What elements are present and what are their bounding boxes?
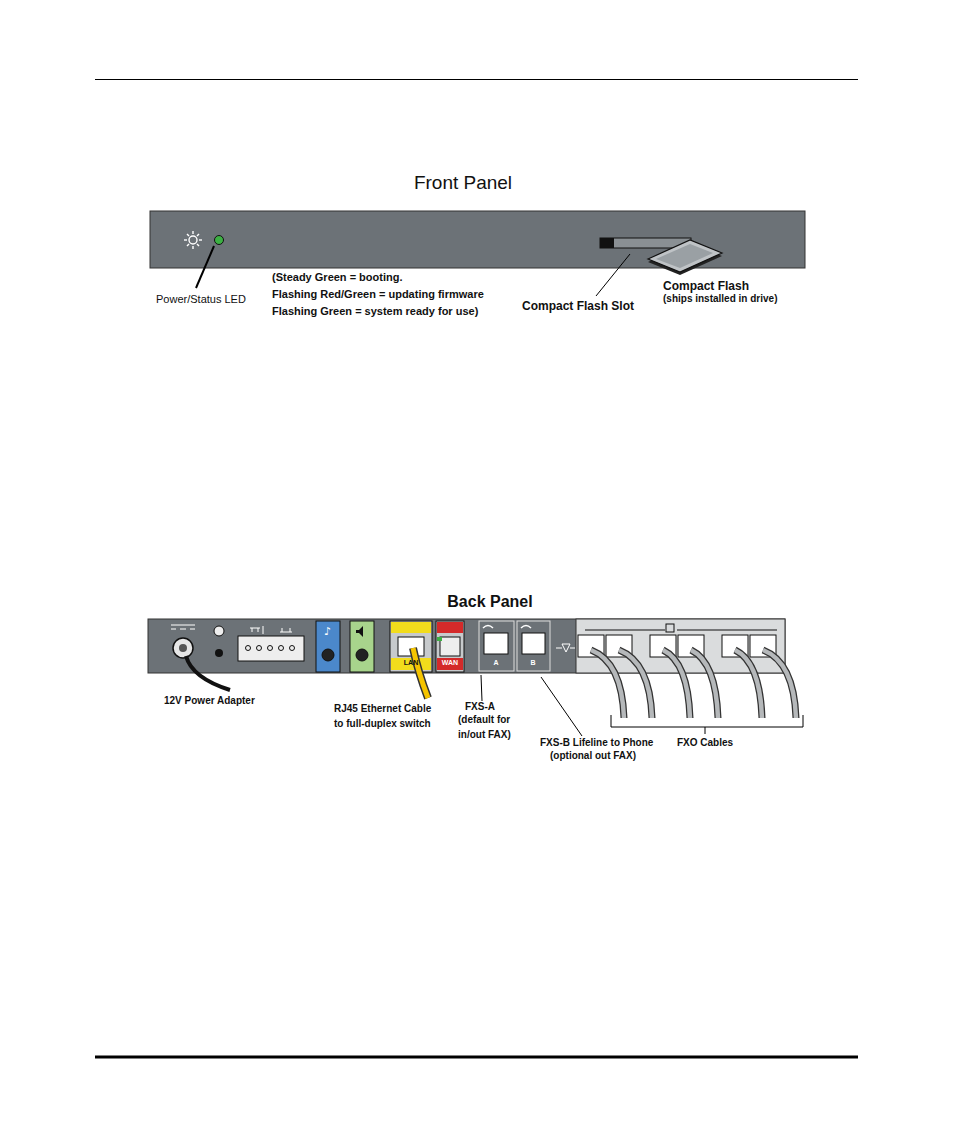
terminal-holes [246, 646, 295, 651]
note: Flashing Red/Green = updating firmware [272, 288, 484, 301]
fxs-b-port [517, 621, 550, 671]
power-jack-pin [179, 644, 187, 652]
lifeline-symbol [556, 644, 575, 652]
phone-icon [483, 626, 493, 629]
fxo-cable [663, 650, 690, 718]
back-panel [148, 619, 785, 673]
fxo-cable-outline [619, 650, 652, 718]
lan-strip [391, 658, 431, 670]
part-name: FXO Cables [677, 737, 733, 749]
part-name: Compact Flash [663, 279, 749, 293]
audio-out-port [350, 621, 374, 672]
fxo-cable [763, 650, 796, 718]
port-label: A [493, 659, 498, 667]
wan-port [436, 621, 464, 672]
note: (ships installed in drive) [663, 293, 777, 305]
sun-icon [184, 231, 202, 249]
fxo-jacks [578, 635, 776, 657]
part-name: FXS-B Lifeline to Phone [540, 737, 653, 749]
fxo-cable-outline [763, 650, 796, 718]
cf-card [648, 240, 722, 272]
fxo-cable [619, 650, 652, 718]
part-name: 12V Power Adapter [164, 695, 255, 707]
speaker-icon [356, 626, 363, 637]
terminal-block [238, 636, 304, 661]
audio-out-jack [356, 649, 368, 661]
power-jack [173, 638, 193, 658]
part-name: Power/Status LED [156, 293, 246, 306]
port-label: WAN [442, 659, 458, 667]
fxo-icon [666, 624, 674, 632]
panel-title: Back Panel [447, 592, 532, 611]
status-led [215, 236, 224, 245]
wan-top [437, 622, 463, 633]
fxo-cables [591, 650, 796, 718]
top-rule [95, 79, 858, 80]
cf-card-face [656, 244, 713, 268]
power-led [215, 649, 223, 657]
audio-in-jack [322, 649, 334, 661]
fxs-b-jack [522, 633, 545, 654]
fxo-cable-outline [691, 650, 718, 718]
part-name: Compact Flash Slot [522, 299, 634, 313]
audio-in-port [316, 621, 340, 672]
ethernet-cable [413, 648, 428, 698]
fxo-cable [735, 650, 762, 718]
reset-button [214, 626, 224, 636]
power-cable [186, 656, 230, 690]
note: Flashing Green = system ready for use) [272, 305, 478, 318]
fxo-cable-outline [663, 650, 690, 718]
fxo-rule [585, 630, 777, 631]
terminal-icons [250, 626, 292, 634]
lan-top [391, 622, 431, 633]
panel-title: Front Panel [414, 172, 512, 195]
wan-led [437, 637, 442, 641]
fxo-cable-outline [591, 650, 624, 718]
fxo-cable [591, 650, 624, 718]
fxo-cable-outline [735, 650, 762, 718]
dc-symbol [171, 625, 195, 629]
cf-slot-leader [596, 254, 630, 296]
wan-jack [440, 637, 460, 656]
cf-eject [600, 238, 614, 248]
fxs-a-jack [484, 633, 508, 654]
phone-icon [521, 626, 531, 629]
note: (default for [458, 714, 510, 726]
fxo-bracket [611, 715, 803, 734]
port-label: B [530, 659, 535, 667]
part-name: RJ45 Ethernet Cable [334, 703, 431, 715]
fxo-cable [691, 650, 718, 718]
lan-port [390, 621, 432, 672]
note: in/out FAX) [458, 729, 511, 741]
port-label: LAN [404, 659, 418, 667]
ethernet-cable-outline [413, 648, 428, 698]
fxs-b-leader [541, 677, 582, 736]
bottom-rule [95, 1056, 858, 1059]
led-leader [196, 246, 214, 288]
part-name: FXS-A [465, 701, 495, 713]
fxs-a-leader [481, 675, 482, 701]
music-icon: ♪ [324, 625, 331, 638]
part-name: to full-duplex switch [334, 718, 431, 730]
fxo-jack-group [578, 635, 776, 657]
note: (Steady Green = booting. [272, 271, 403, 284]
fxs-a-port [479, 621, 514, 671]
wan-strip [437, 658, 463, 670]
note: (optional out FAX) [550, 750, 636, 762]
